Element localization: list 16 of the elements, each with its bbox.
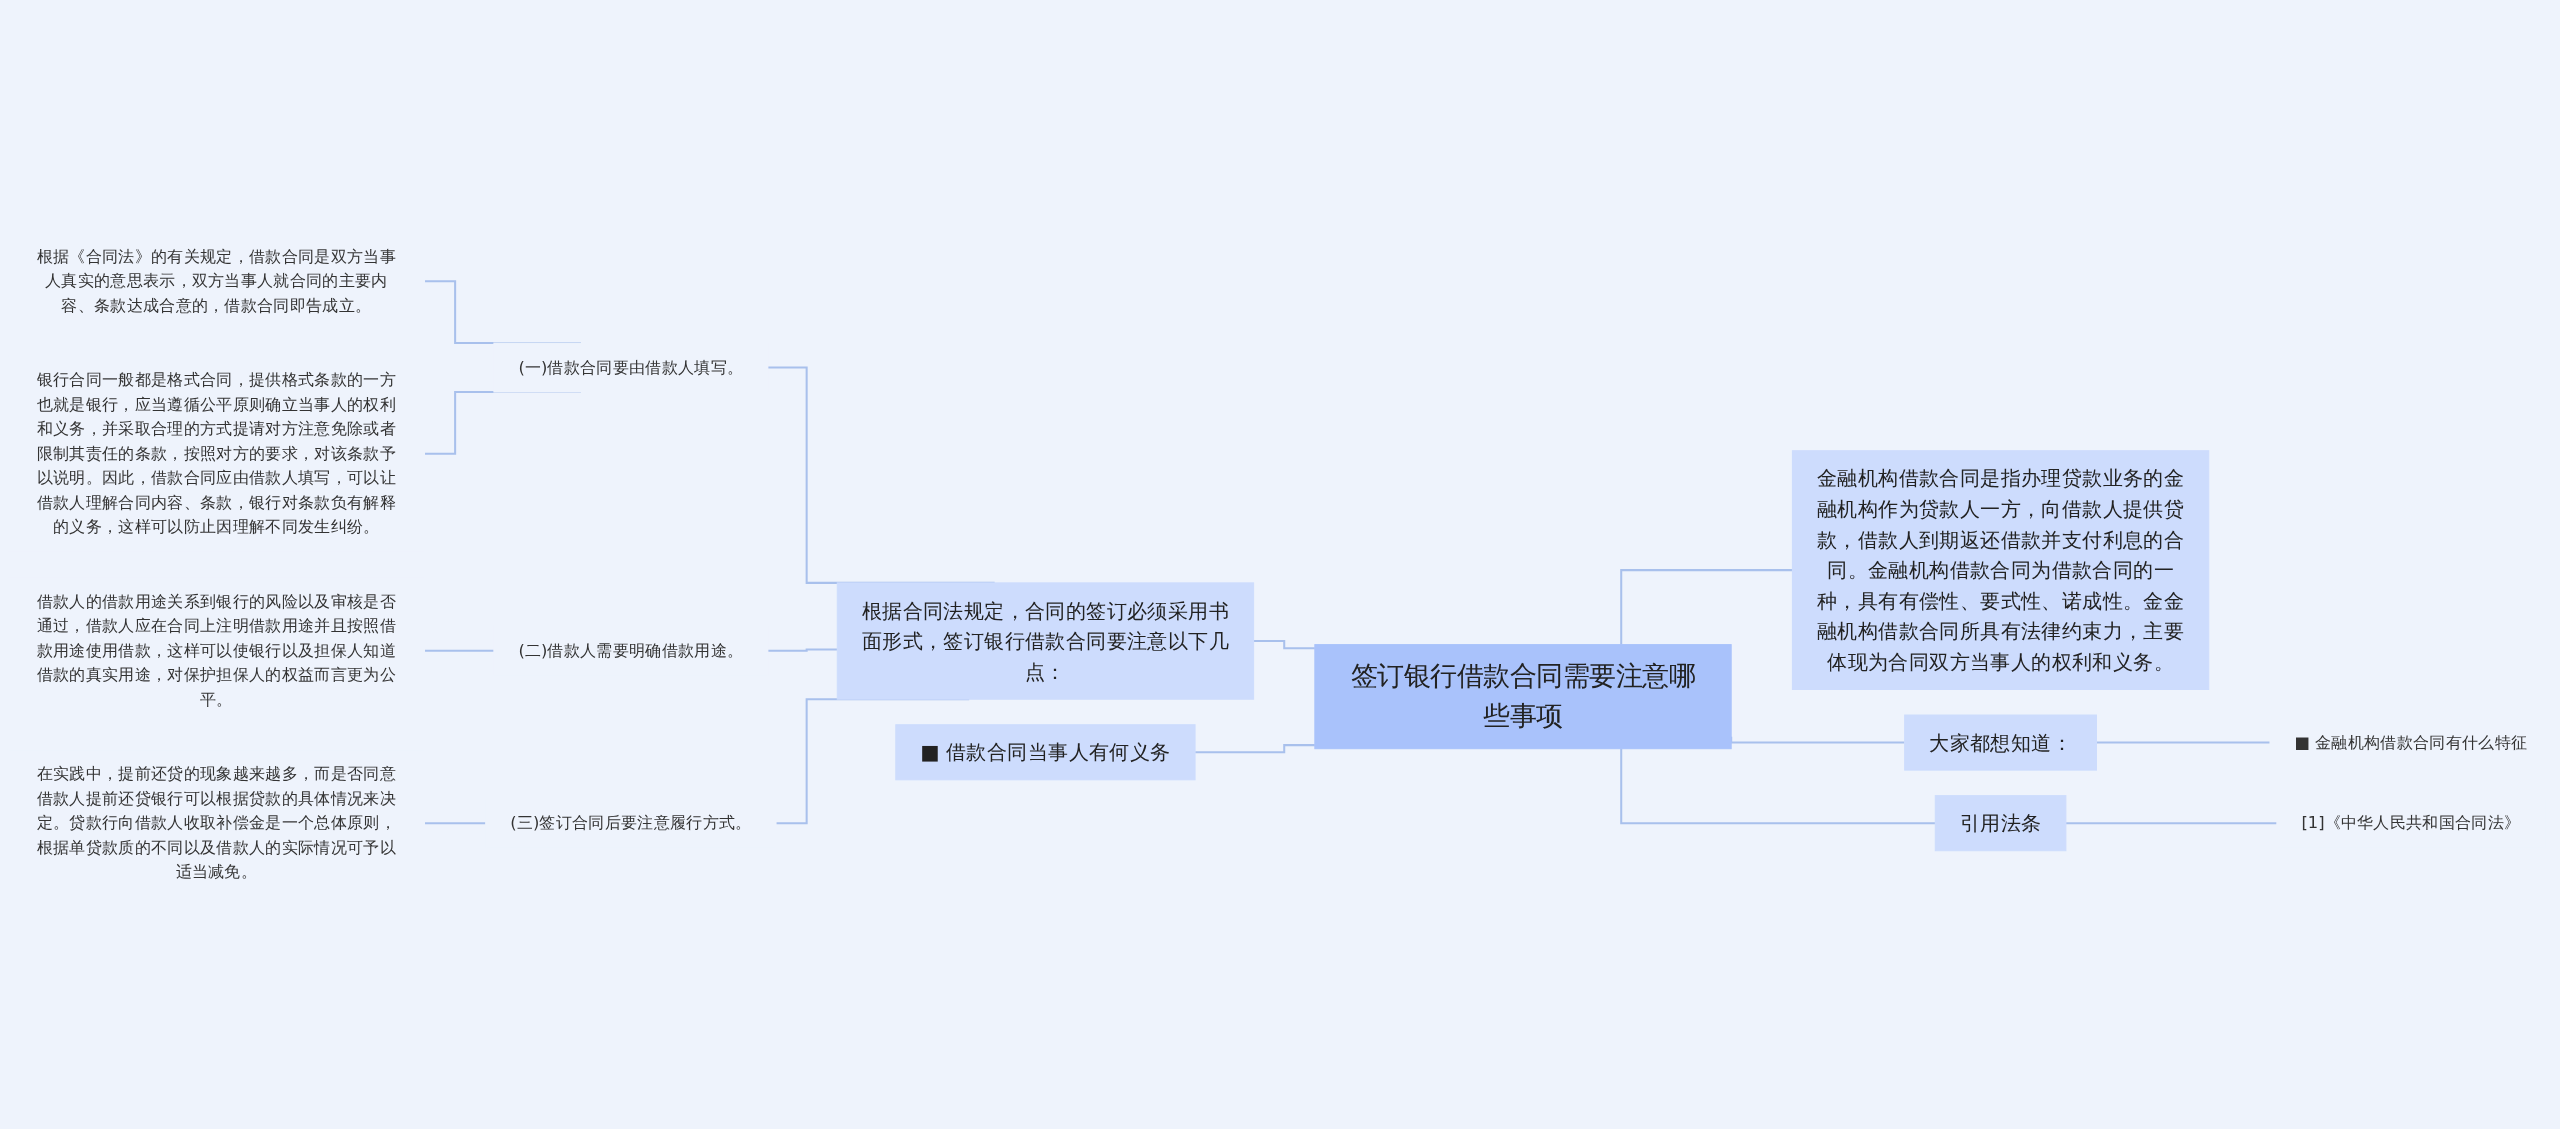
connector: [1620, 569, 1793, 645]
node-box: 签订银行借款合同需要注意哪些事项: [1314, 644, 1732, 750]
node-text: ■ 金融机构借款合同有什么特征: [2294, 732, 2528, 752]
node-text: 借款人的借款用途关系到银行的风险以及审核是否通过，借款人应在合同上注明借款用途并且按照借款用途使用借款，这样可以使银行以及担保人知道借款的真实用途，对保护担保人的权益而言更为公平。: [36, 591, 396, 709]
node-box: 金融机构借款合同是指办理贷款业务的金融机构作为贷款人一方，向借款人提供贷款，借款人到期返还借款并支付利息的合同。金融机构借款合同为借款合同的一种，具有有偿性、要式性、诺成性。金金融机构借款合同所具有法律约束力，主要体现为合同双方当事人的权利和义务。: [1791, 450, 2210, 690]
node-box: 大家都想知道：: [1904, 714, 2098, 771]
node-box: 引用法条: [1934, 795, 2067, 852]
node-text: (二)借款人需要明确借款用途。: [518, 640, 744, 660]
node-text: 银行合同一般都是格式合同，提供格式条款的一方也就是银行，应当遵循公平原则确立当事人的权利和义务，并采取合理的方式提请对方注意免除或者限制其责任的条款，按照对方的要求，对该条款予以说明。因此，借款合同应由借款人填写，可以让借款人理解合同内容、条款，银行对条款负有解释的义务，这样可以防止因理解不同发生纠纷。: [36, 370, 396, 537]
node-text: (三)签订合同后要注意履行方式。: [510, 812, 752, 833]
node-box: ■ 借款合同当事人有何义务: [895, 724, 1196, 781]
node-text: [1]《中华人民共和国合同法》: [2301, 812, 2521, 833]
node-text: 根据《合同法》的有关规定，借款合同是双方当事人真实的意思表示，双方当事人就合同的主要内容、条款达成合意的，借款合同即告成立。: [36, 246, 396, 315]
node-text: 在实践中，提前还贷的现象越来越多，而是否同意借款人提前还贷银行可以根据贷款的具体情况来决定。贷款行向借款人收取补偿金是一个总体原则，根据单贷款质的不同以及借款人的实际情况可予以适当减免。: [36, 764, 396, 882]
connector: [1620, 748, 1936, 825]
node-box: 根据合同法规定，合同的签订必须采用书面形式，签订银行借款合同要注意以下几点：: [836, 582, 1255, 700]
